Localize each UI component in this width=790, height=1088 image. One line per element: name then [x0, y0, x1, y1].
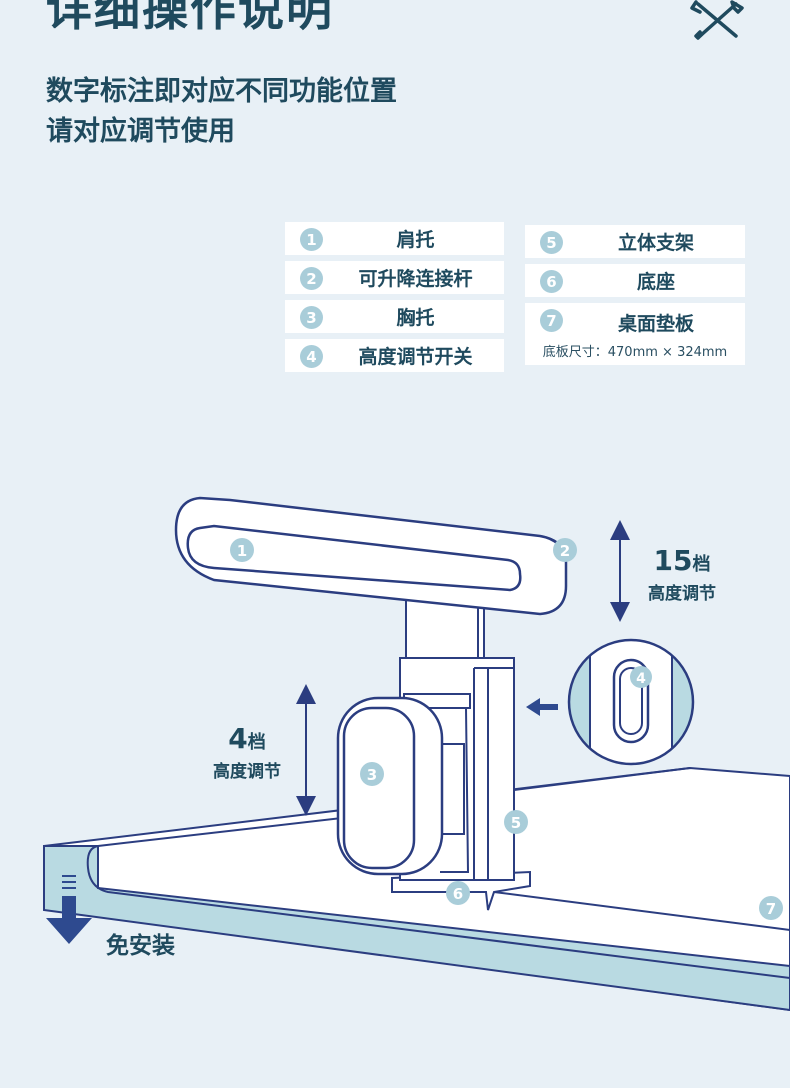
legend-item-5: 5 立体支架: [525, 225, 745, 258]
subtitle-line-2: 请对应调节使用: [46, 116, 235, 147]
legend-number: 3: [300, 306, 323, 329]
down-arrow-icon: [46, 875, 92, 944]
marker-label: 4: [636, 671, 646, 687]
subtitle: 数字标注即对应不同功能位置 请对应调节使用: [46, 72, 397, 152]
legend-number: 2: [300, 267, 323, 290]
legend-item-3: 3 胸托: [285, 300, 504, 333]
upper-height-unit: 档: [692, 554, 711, 575]
legend-item-7: 7 桌面垫板 底板尺寸：470mm × 324mm: [525, 303, 745, 365]
legend-right: 5 立体支架 6 底座 7 桌面垫板 底板尺寸：470mm × 324mm: [525, 225, 745, 371]
legend-number: 4: [300, 345, 323, 368]
legend-label: 立体支架: [617, 232, 694, 254]
marker-3: 3: [360, 762, 384, 786]
marker-label: 3: [367, 766, 377, 784]
legend-left: 1 肩托 2 可升降连接杆 3 胸托 4 高度调节开关: [285, 222, 504, 378]
marker-label: 2: [560, 542, 570, 560]
legend-item-6: 6 底座: [525, 264, 745, 297]
upper-height-count: 15: [653, 544, 693, 577]
legend-item-2: 2 可升降连接杆: [285, 261, 504, 294]
pointer-arrow: [526, 698, 558, 716]
marker-label: 1: [237, 542, 247, 560]
legend-item-1: 1 肩托: [285, 222, 504, 255]
marker-4: 4: [630, 666, 652, 688]
legend-number: 1: [300, 228, 323, 251]
legend-label: 肩托: [396, 229, 435, 251]
switch-zoom: [567, 638, 695, 766]
marker-7: 7: [759, 896, 783, 920]
marker-6: 6: [446, 881, 470, 905]
legend-number: 6: [540, 270, 563, 293]
lower-height-desc: 高度调节: [213, 762, 281, 782]
no-install-label: 免安装: [106, 933, 175, 959]
legend-label: 桌面垫板: [617, 312, 694, 335]
lower-height-unit: 档: [247, 732, 266, 753]
board-size-note: 底板尺寸：470mm × 324mm: [542, 345, 728, 360]
lower-height-count: 4: [228, 722, 248, 755]
lower-height-callout: 4档 高度调节: [202, 722, 292, 782]
marker-5: 5: [504, 810, 528, 834]
legend-label: 可升降连接杆: [358, 268, 473, 290]
tools-icon: [690, 0, 744, 40]
legend-number: 7: [540, 309, 563, 332]
page-title: 详细操作说明: [46, 0, 334, 36]
marker-label: 6: [453, 885, 463, 903]
shoulder-pad: [174, 496, 568, 616]
product-diagram: 1 2 3 4 5 6 7: [43, 496, 790, 1012]
subtitle-line-1: 数字标注即对应不同功能位置: [46, 76, 397, 107]
marker-1: 1: [230, 538, 254, 562]
marker-label: 5: [511, 814, 521, 832]
upper-height-desc: 高度调节: [648, 584, 716, 604]
legend-number: 5: [540, 231, 563, 254]
chest-pad: [336, 696, 470, 876]
legend-label: 高度调节开关: [358, 346, 473, 368]
legend-label: 底座: [636, 271, 675, 293]
upper-height-callout: 15档 高度调节: [640, 544, 724, 604]
legend-item-4: 4 高度调节开关: [285, 339, 504, 372]
marker-2: 2: [553, 538, 577, 562]
legend-label: 胸托: [396, 307, 435, 329]
marker-label: 7: [766, 900, 776, 918]
